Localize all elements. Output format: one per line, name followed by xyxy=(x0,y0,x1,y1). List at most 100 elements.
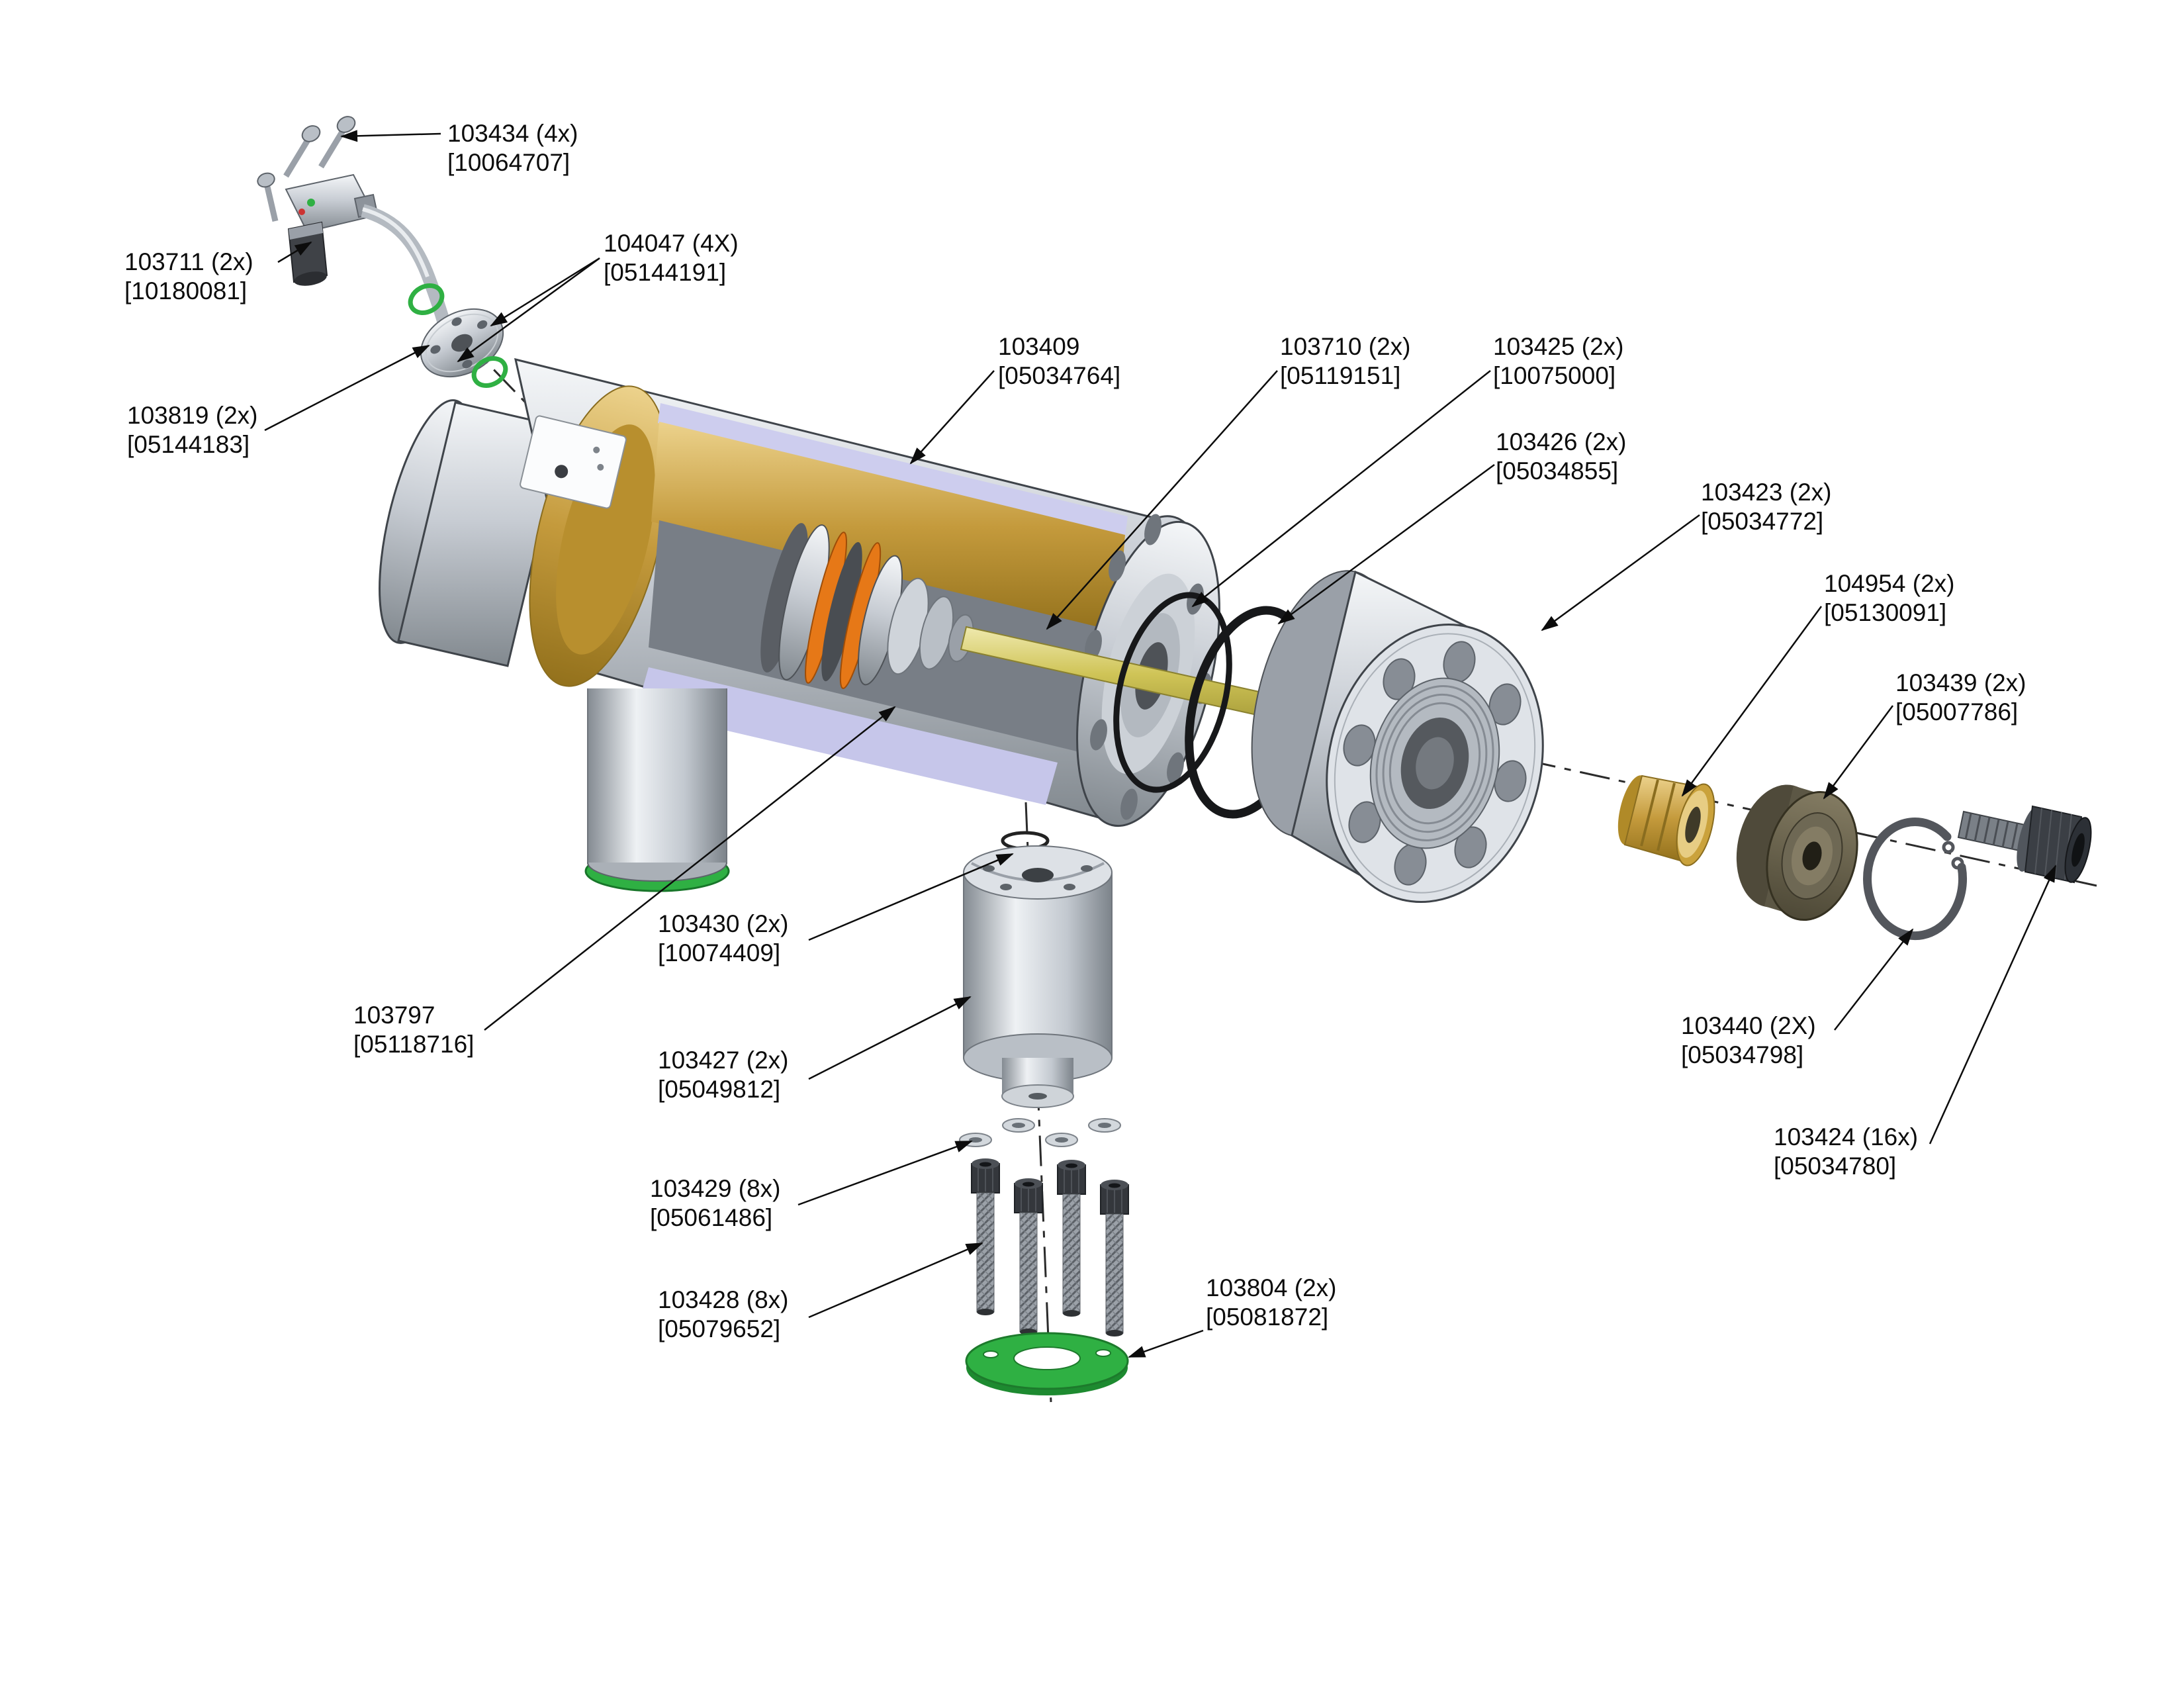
leader-line xyxy=(808,853,1014,941)
brass-liner-surface xyxy=(651,422,1125,633)
callout-item-id: [05049812] xyxy=(658,1076,780,1103)
cut-face-top xyxy=(658,403,1128,536)
green-o-ring-103819-b xyxy=(471,356,508,388)
callout-part-number: 103424 (16x) xyxy=(1774,1123,1918,1150)
callout-103711: 103711 (2x) [10180081] xyxy=(124,241,312,305)
callout-103427: 103427 (2x) [05049812] xyxy=(658,996,972,1103)
callout-part-number: 103426 (2x) xyxy=(1496,428,1626,455)
gasket-103804 xyxy=(965,1332,1129,1395)
cut-face-bottom-sill xyxy=(637,667,1058,805)
leader-line xyxy=(1046,370,1278,630)
mounting-screws-103434 xyxy=(257,116,356,222)
bolts-103428 xyxy=(971,1158,1129,1336)
sensor-assembly xyxy=(257,116,508,388)
leader-line xyxy=(484,706,896,1031)
callout-part-number: 104047 (4X) xyxy=(604,230,739,257)
leader-line xyxy=(264,344,430,432)
callout-item-id: [10180081] xyxy=(124,277,247,305)
callout-103409: 103409 [05034764] xyxy=(909,333,1120,465)
sensor-led-green xyxy=(307,199,315,207)
callout-item-id: [10074409] xyxy=(658,939,780,966)
washers-103429 xyxy=(959,1118,1121,1147)
leader-line xyxy=(797,1140,973,1206)
callout-item-id: [05034772] xyxy=(1701,508,1823,535)
sensor-led-red xyxy=(298,209,305,215)
callout-item-id: [05007786] xyxy=(1895,698,2018,726)
callout-103430: 103430 (2x) [10074409] xyxy=(658,853,1014,966)
callout-part-number: 103819 (2x) xyxy=(127,402,257,429)
callout-item-id: [05034764] xyxy=(998,362,1120,389)
leader-line xyxy=(1541,514,1700,632)
leader-line xyxy=(1929,865,2057,1145)
leader-line xyxy=(1277,463,1495,625)
callout-103423: 103423 (2x) [05034772] xyxy=(1541,479,1831,632)
piston-assembly-103710 xyxy=(760,523,974,689)
callout-part-number: 103423 (2x) xyxy=(1701,479,1831,506)
callout-part-number: 103439 (2x) xyxy=(1895,669,2026,696)
leader-line xyxy=(909,370,995,465)
callout-item-id: [05034798] xyxy=(1681,1041,1803,1068)
callout-104954: 104954 (2x) [05130091] xyxy=(1681,570,1954,797)
manifold-stack xyxy=(959,831,1129,1395)
callout-103429: 103429 (8x) [05061486] xyxy=(650,1140,973,1231)
callout-103439: 103439 (2x) [05007786] xyxy=(1823,669,2026,800)
callout-part-number: 103428 (8x) xyxy=(658,1286,788,1313)
callout-part-number: 103430 (2x) xyxy=(658,910,788,937)
leader-line xyxy=(808,996,972,1080)
callout-103440: 103440 (2X) [05034798] xyxy=(1681,928,1914,1068)
callout-part-number: 103710 (2x) xyxy=(1280,333,1410,360)
callout-103424: 103424 (16x) [05034780] xyxy=(1774,865,2057,1180)
sensor-axis-centerline xyxy=(454,328,592,471)
callout-part-number: 104954 (2x) xyxy=(1824,570,1954,597)
callout-item-id: [05144183] xyxy=(127,431,250,458)
callout-part-number: 103409 xyxy=(998,333,1079,360)
leader-line xyxy=(277,241,312,263)
cylinder-barrel-103409 xyxy=(379,357,1295,892)
callout-item-id: [05081872] xyxy=(1206,1303,1328,1331)
callout-part-number: 103440 (2X) xyxy=(1681,1012,1816,1039)
callout-part-number: 103427 (2x) xyxy=(658,1047,788,1074)
callout-item-id: [05118716] xyxy=(353,1031,474,1058)
nameplate xyxy=(520,415,627,509)
cap-screw-103424 xyxy=(1957,805,2092,884)
callout-103425: 103425 (2x) [10075000] xyxy=(1191,333,1623,608)
port-boss xyxy=(584,688,730,892)
elbow-tube xyxy=(353,193,451,328)
callout-item-id: [05034780] xyxy=(1774,1152,1896,1180)
callout-part-number: 103804 (2x) xyxy=(1206,1274,1336,1301)
brass-bushing-104954 xyxy=(1617,774,1715,867)
callout-item-id: [10075000] xyxy=(1493,362,1615,389)
callout-part-number: 103429 (8x) xyxy=(650,1175,780,1202)
callout-part-number: 103797 xyxy=(353,1002,435,1029)
threaded-bore xyxy=(1369,677,1500,849)
callout-item-id: [05130091] xyxy=(1824,599,1946,626)
callout-103804: 103804 (2x) [05081872] xyxy=(1128,1274,1336,1358)
callout-item-id: [10064707] xyxy=(447,149,570,176)
leader-line xyxy=(1823,705,1894,800)
callout-item-id: [05061486] xyxy=(650,1204,772,1231)
retainer-flange-103439 xyxy=(1736,784,1858,921)
callout-item-id: [05144191] xyxy=(604,259,726,286)
sensor-cylinder-103711 xyxy=(287,221,328,286)
callout-103426: 103426 (2x) [05034855] xyxy=(1277,428,1626,625)
snap-ring-103440 xyxy=(1863,818,1967,941)
leader-line xyxy=(808,1242,983,1319)
leader-line xyxy=(1128,1329,1204,1358)
callout-103797: 103797 [05118716] xyxy=(353,706,896,1058)
callout-104047: 104047 (4X) [05144191] xyxy=(457,230,739,363)
callout-103819: 103819 (2x) [05144183] xyxy=(127,344,430,458)
callout-103428: 103428 (8x) [05079652] xyxy=(658,1242,983,1342)
leader-line xyxy=(1191,370,1491,608)
manifold-block-103427 xyxy=(963,845,1113,1108)
flange-bolt-holes xyxy=(1343,641,1527,886)
leader-line xyxy=(457,257,600,363)
callout-103434: 103434 (4x) [10064707] xyxy=(340,120,578,176)
callout-item-id: [05079652] xyxy=(658,1315,780,1342)
callout-item-id: [05119151] xyxy=(1280,362,1400,389)
callout-item-id: [05034855] xyxy=(1496,457,1618,485)
callout-part-number: 103711 (2x) xyxy=(124,248,253,275)
green-o-ring-103819-a xyxy=(408,283,445,315)
leader-line xyxy=(1834,928,1914,1031)
